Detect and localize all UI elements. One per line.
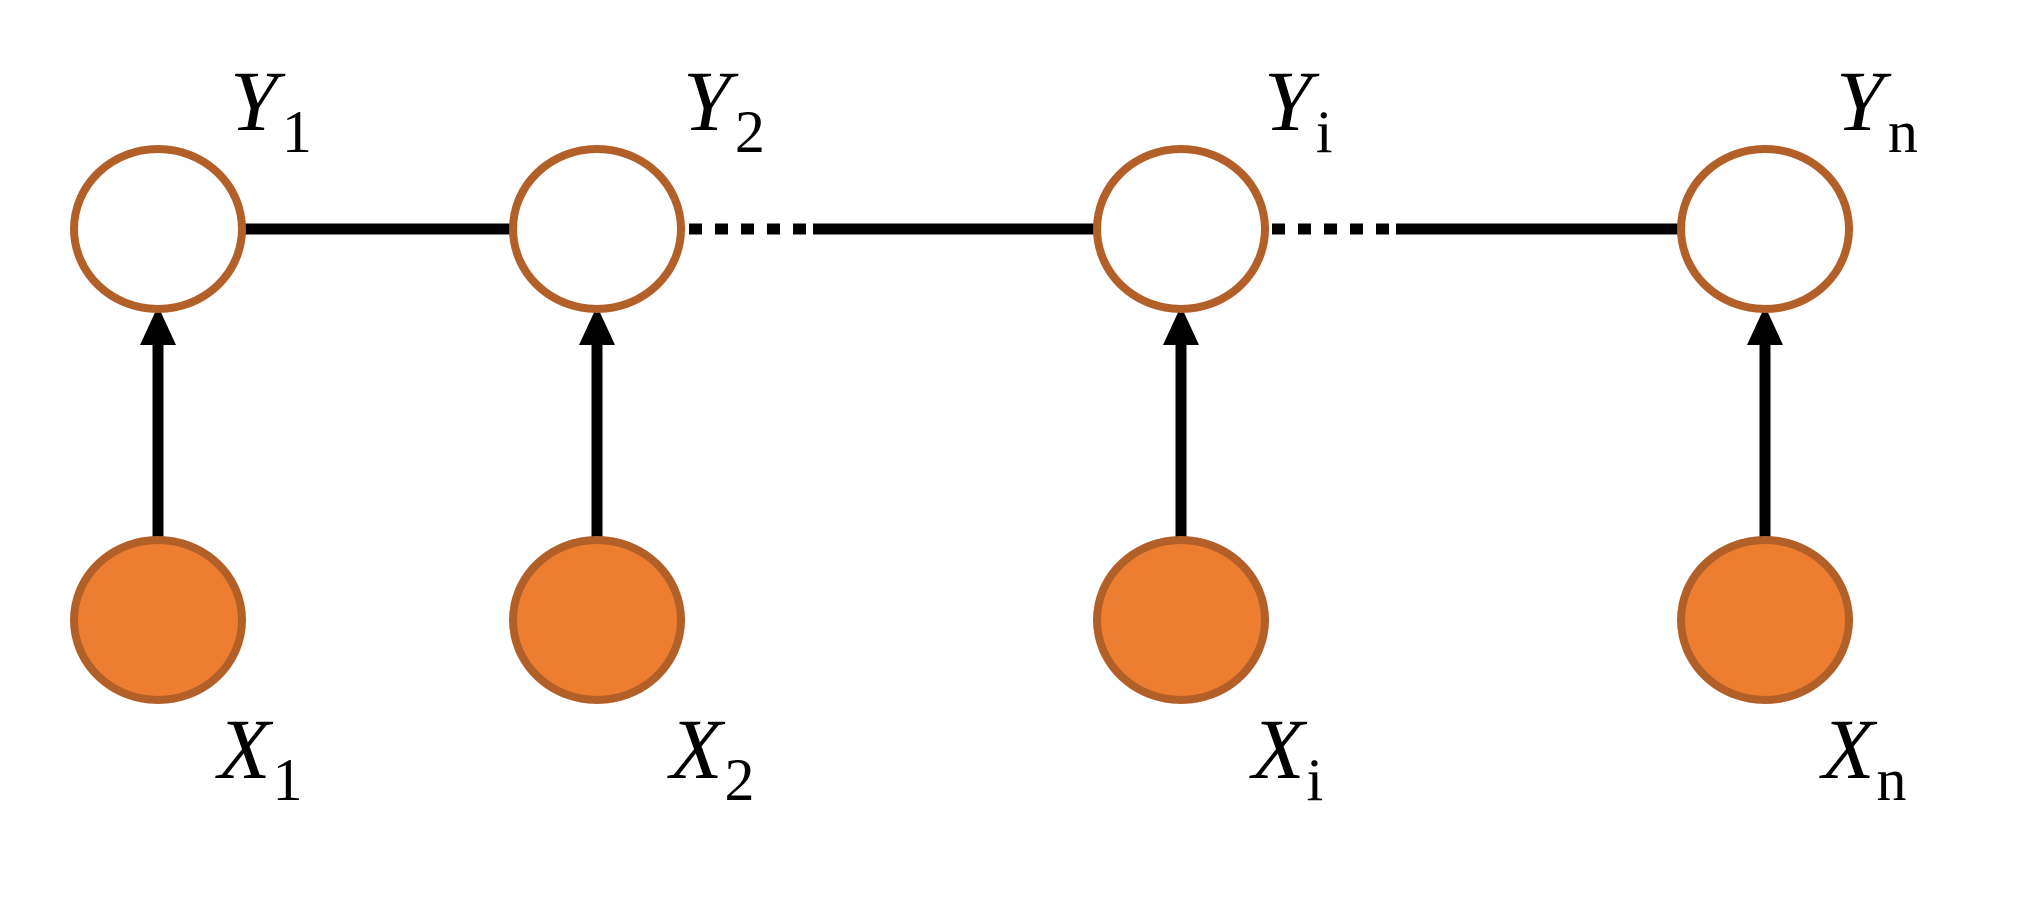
label-xi-sub: i — [1307, 747, 1324, 813]
label-yn: Yn — [1836, 53, 1918, 165]
arrowhead-xi-yi — [1163, 306, 1199, 345]
label-yi: Yi — [1264, 53, 1333, 165]
node-yi — [1093, 145, 1269, 313]
label-y1-sub: 1 — [282, 99, 312, 165]
label-x1: X1 — [215, 701, 303, 813]
label-x2: X2 — [667, 701, 755, 813]
node-y2 — [509, 145, 685, 313]
node-yn — [1677, 145, 1853, 313]
label-x1-var: X — [215, 701, 274, 797]
label-yn-sub: n — [1888, 99, 1918, 165]
label-y2-sub: 2 — [735, 99, 765, 165]
arrowhead-xn-yn — [1747, 306, 1783, 345]
label-yi-var: Y — [1264, 53, 1320, 149]
node-y1 — [70, 145, 246, 313]
label-y2-var: Y — [683, 53, 739, 149]
label-xn-var: X — [1819, 701, 1878, 797]
node-x2 — [509, 536, 685, 704]
label-xn: Xn — [1819, 701, 1907, 813]
label-xn-sub: n — [1877, 747, 1907, 813]
label-x1-sub: 1 — [273, 747, 303, 813]
label-x2-var: X — [667, 701, 726, 797]
label-xi: Xi — [1249, 701, 1323, 813]
node-x1 — [70, 536, 246, 704]
node-xi — [1093, 536, 1269, 704]
arrowhead-x2-y2 — [579, 306, 615, 345]
label-xi-var: X — [1249, 701, 1308, 797]
node-xn — [1677, 536, 1853, 704]
label-yn-var: Y — [1836, 53, 1892, 149]
label-x2-sub: 2 — [725, 747, 755, 813]
label-y2: Y2 — [683, 53, 765, 165]
label-y1: Y1 — [230, 53, 312, 165]
label-yi-sub: i — [1316, 99, 1333, 165]
arrowhead-x1-y1 — [140, 306, 176, 345]
label-y1-var: Y — [230, 53, 286, 149]
